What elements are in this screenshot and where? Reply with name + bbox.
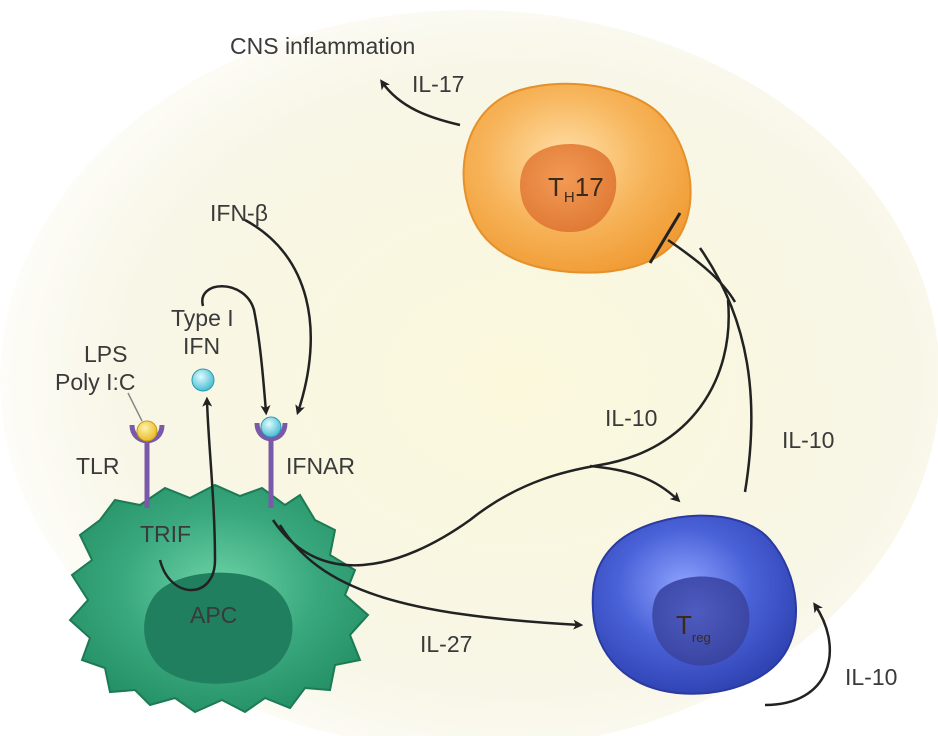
- apc-label: APC: [190, 602, 237, 628]
- treg-label: Treg: [676, 610, 711, 645]
- ifn-label: IFN: [183, 333, 220, 359]
- treg-cell: Treg: [591, 514, 797, 695]
- th17-nucleus: [520, 143, 617, 233]
- il17-label: IL-17: [412, 71, 464, 97]
- trif-arrow: [158, 396, 217, 592]
- inhibition-stem: [667, 238, 737, 303]
- ifnar-ligand: [260, 416, 282, 438]
- il10-right-label: IL-10: [782, 427, 834, 453]
- il10-loop-label: IL-10: [845, 664, 897, 690]
- il10-treg-curve: [698, 247, 753, 493]
- th17-label: TH17: [548, 172, 604, 206]
- inhibition-bar: [648, 212, 682, 264]
- type-i-ifn-arrow: [201, 285, 271, 416]
- treg-nucleus: [652, 576, 750, 666]
- type-i-ifn-molecule: [191, 368, 215, 392]
- lps-label: LPS: [84, 341, 127, 367]
- ifn-beta-label: IFN-β: [210, 200, 268, 226]
- lps-ligand: [136, 420, 158, 442]
- il27-label: IL-27: [420, 631, 472, 657]
- type-i-label: Type I: [171, 305, 234, 331]
- il10-middle-label: IL-10: [605, 405, 657, 431]
- il10-apc-curve: [271, 299, 730, 567]
- apc-nucleus: [144, 572, 293, 684]
- cns-inflammation-label: CNS inflammation: [230, 33, 415, 59]
- ifn-beta-arrow: [244, 218, 313, 416]
- il17-arrow: [380, 79, 461, 127]
- il10-autocrine-arrow: [764, 602, 831, 707]
- tlr-label: TLR: [76, 453, 119, 479]
- il27-arrow: [278, 524, 584, 630]
- trif-label: TRIF: [140, 521, 191, 547]
- poly-ic-label: Poly I:C: [55, 369, 136, 395]
- il10-to-treg-arrow: [589, 464, 681, 503]
- arrows: [158, 79, 831, 707]
- th17-cell: TH17: [462, 82, 692, 274]
- ifnar-label: IFNAR: [286, 453, 355, 479]
- ifnar-receptor: [254, 422, 288, 508]
- lps-pointer-line: [127, 392, 143, 422]
